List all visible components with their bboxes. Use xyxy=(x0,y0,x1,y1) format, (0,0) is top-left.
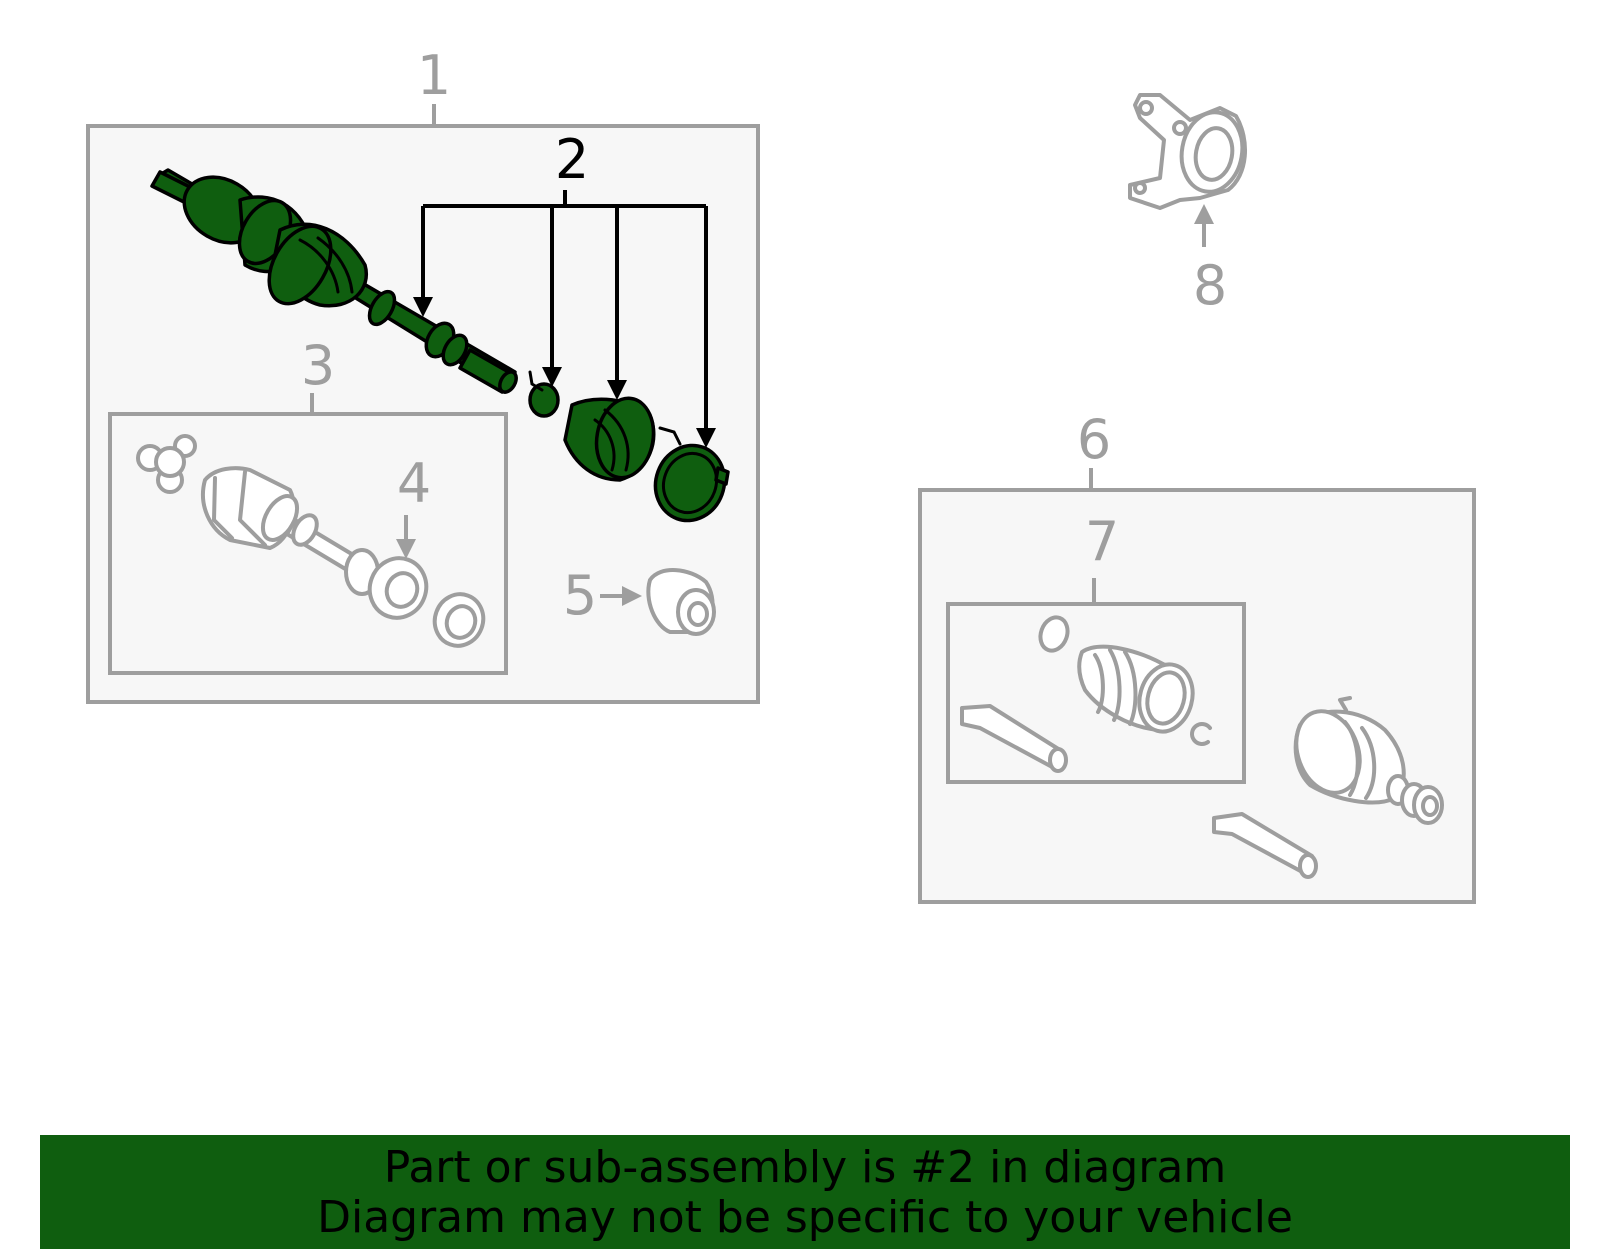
outer-joint-assembly[interactable] xyxy=(1212,696,1444,879)
box-boot-kit: 7 xyxy=(946,510,1246,784)
box-outer-joint: 6 7 xyxy=(918,408,1476,904)
callout-2-leaders: 2 xyxy=(413,128,716,448)
boot-kit-highlighted[interactable] xyxy=(528,370,735,530)
part-5-bushing: 5 xyxy=(563,564,716,636)
callout-3[interactable]: 3 xyxy=(301,334,335,397)
banner-line-2: Diagram may not be specific to your vehi… xyxy=(317,1192,1293,1243)
info-banner: Part or sub-assembly is #2 in diagram Di… xyxy=(40,1135,1570,1249)
callout-1[interactable]: 1 xyxy=(417,44,451,107)
part-8-bracket: 8 xyxy=(1128,93,1248,317)
callout-7[interactable]: 7 xyxy=(1085,510,1119,573)
outer-boot-kit[interactable] xyxy=(960,614,1212,773)
callout-5[interactable]: 5 xyxy=(563,564,597,627)
axle-shaft-highlighted[interactable] xyxy=(150,164,520,395)
bracket[interactable] xyxy=(1128,93,1248,210)
callout-6[interactable]: 6 xyxy=(1077,408,1111,471)
callout-2[interactable]: 2 xyxy=(555,128,589,191)
box-inner-joint: 3 4 xyxy=(108,334,508,675)
inner-joint-housing[interactable] xyxy=(201,466,367,578)
callout-4[interactable]: 4 xyxy=(397,452,431,515)
inner-boot-kit[interactable] xyxy=(344,548,490,653)
bushing[interactable] xyxy=(646,568,716,636)
banner-line-1: Part or sub-assembly is #2 in diagram xyxy=(383,1142,1227,1193)
callout-8[interactable]: 8 xyxy=(1193,254,1227,317)
tripod-joint[interactable] xyxy=(136,434,197,494)
